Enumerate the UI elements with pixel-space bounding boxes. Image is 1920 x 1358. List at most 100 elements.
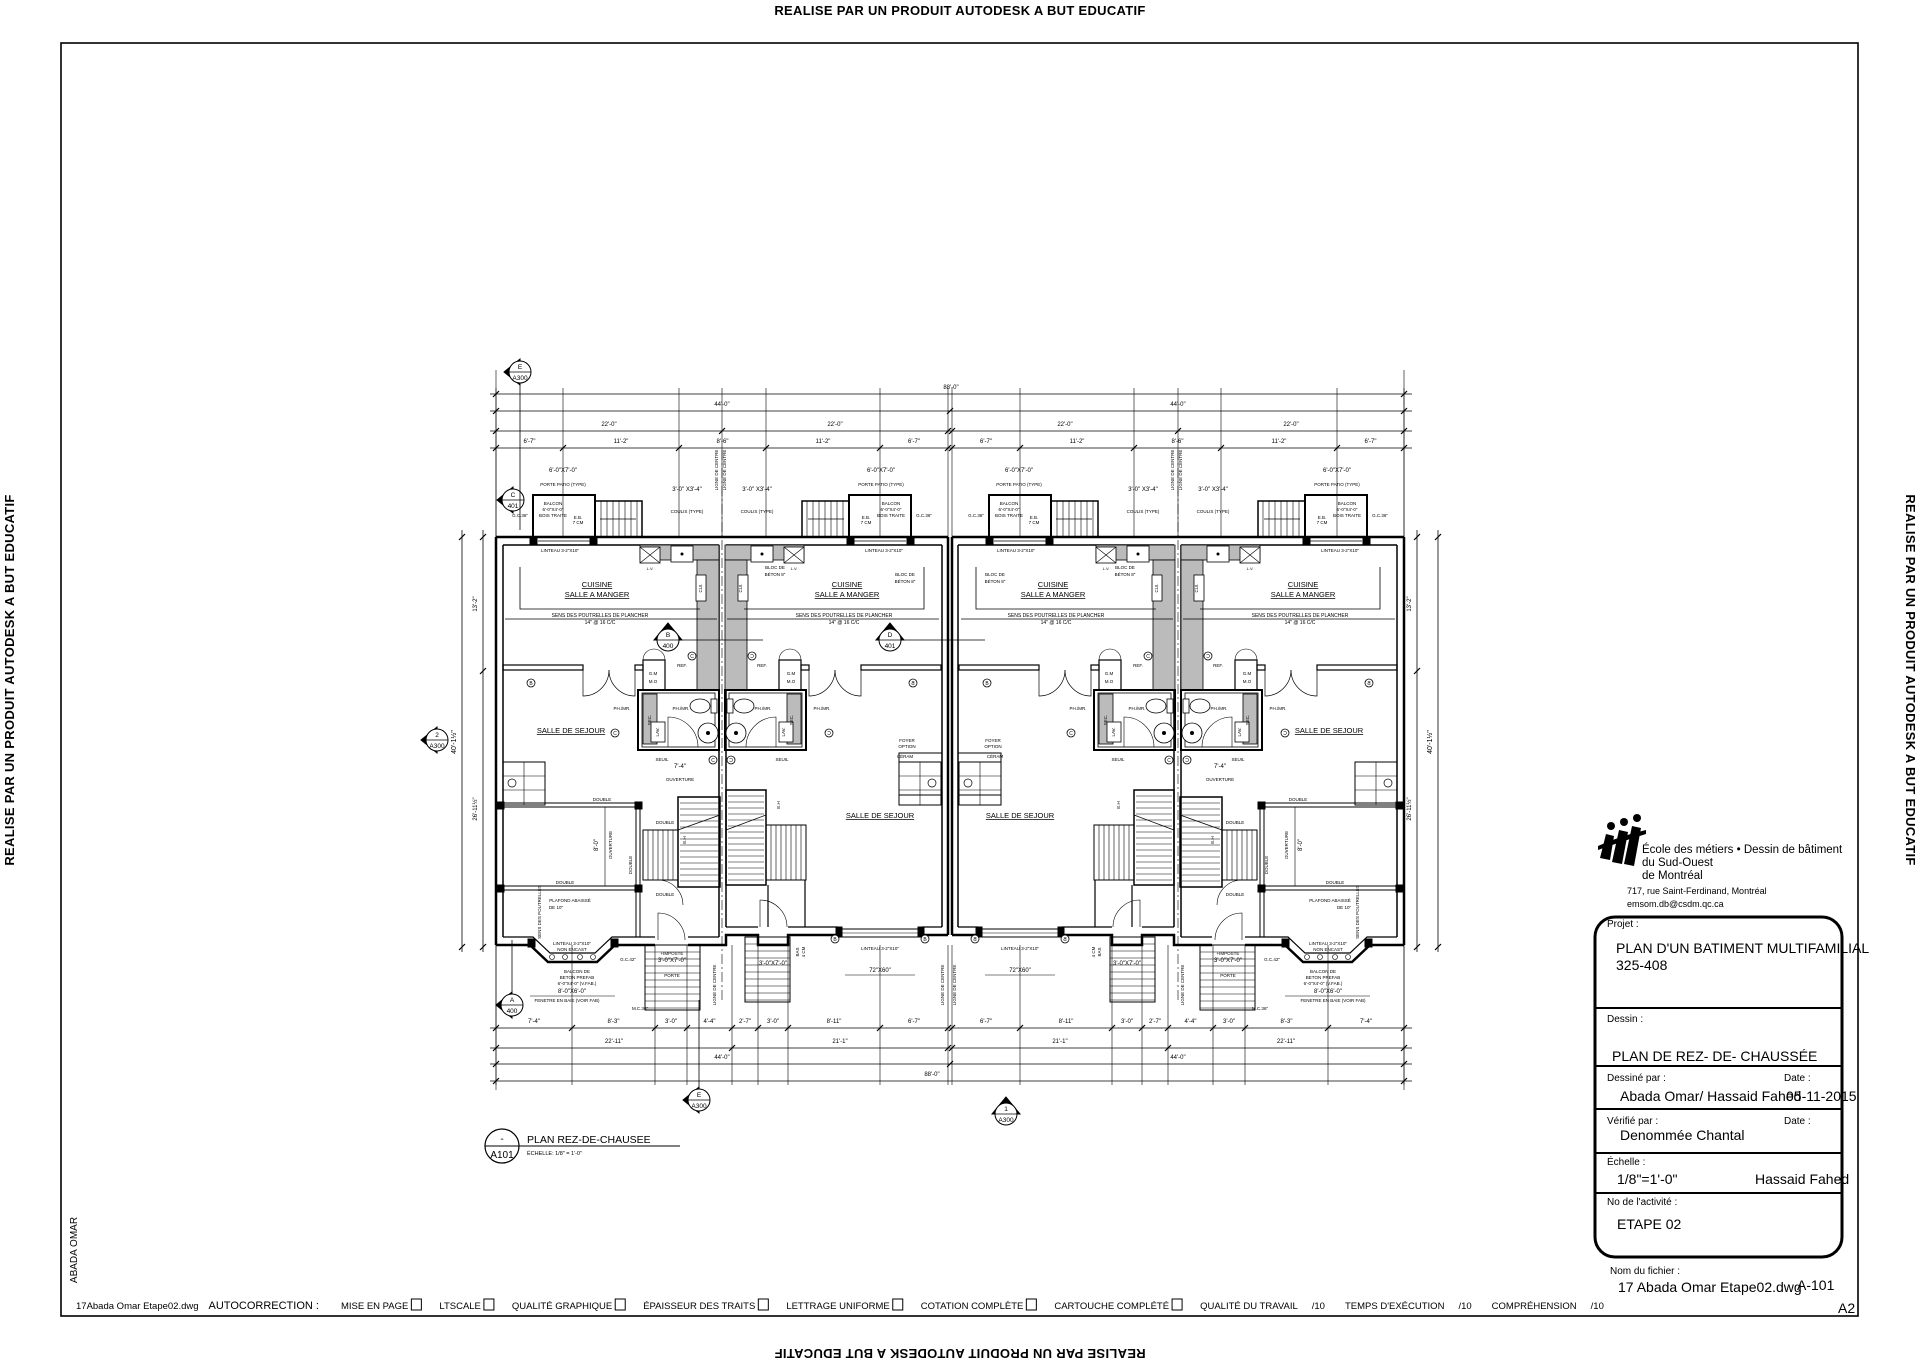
plan-label-porte-patio: PORTE PATIO (TYPE) bbox=[996, 482, 1042, 487]
dimension-label: 88'-0" bbox=[943, 385, 958, 391]
plan-title-marker-bottom: A101 bbox=[490, 1150, 514, 1161]
post bbox=[1395, 884, 1404, 893]
plan-label-joist-spacing: 14" @ 16 C/C bbox=[1285, 620, 1316, 626]
plan-label-ph: PH./MR. bbox=[813, 706, 830, 711]
school-name-line2: du Sud-Ouest bbox=[1642, 857, 1714, 869]
plan-label-coulis-size: 3'-0" X3'-4" bbox=[1198, 487, 1228, 493]
plan-label-double: DOUBLE bbox=[656, 820, 675, 825]
score-max: /10 bbox=[1458, 1301, 1471, 1312]
plan-label-ph: PH./MR. bbox=[1210, 706, 1227, 711]
plan-label-porte: PORTE bbox=[1220, 973, 1235, 978]
plan-label-bas-cm: 4 CM bbox=[801, 946, 806, 957]
plan-label-balcon-size: 6'-0"X4'-0" bbox=[881, 507, 902, 512]
plan-label-patio-size: 6'-0"X7'-0" bbox=[1323, 468, 1351, 474]
post bbox=[1281, 938, 1290, 948]
post bbox=[529, 536, 538, 546]
front-steps bbox=[1109, 936, 1156, 1003]
vanity bbox=[778, 721, 794, 743]
plan-label-beton8: BÉTON 8" bbox=[895, 578, 916, 584]
tag-circle bbox=[908, 678, 918, 688]
dimension-label: 6'-7" bbox=[980, 1019, 992, 1025]
check-label: LTSCALE bbox=[439, 1301, 481, 1312]
plan-label-coulis: COULIS (TYPE) bbox=[1127, 509, 1160, 514]
check-checkbox[interactable] bbox=[757, 1298, 769, 1311]
section-marker-bottom: A300 bbox=[429, 743, 445, 750]
plan-label-prefab-size: 6'-0"X4'-0" (V.FAB.) bbox=[1304, 981, 1343, 986]
front-steps bbox=[1199, 944, 1256, 1011]
plan-label-ligne: LIGNE DE CENTRE bbox=[1180, 965, 1185, 1006]
fireplace bbox=[957, 752, 1002, 796]
plan-label-ref: REF. bbox=[757, 663, 767, 668]
door-swing bbox=[834, 669, 862, 697]
dimension-label: 26'-11½" bbox=[472, 797, 479, 820]
section-marker-bottom: 400 bbox=[507, 1008, 518, 1015]
plan-label-ph: PH./MR. bbox=[613, 706, 630, 711]
dimension-tick bbox=[1400, 444, 1408, 452]
dimension-tick bbox=[492, 1024, 500, 1032]
exterior-wall-bay bbox=[1245, 943, 1404, 964]
plan-label-ceram: CÉRAM bbox=[987, 753, 1004, 759]
plan-label-linteau: LINTEAU 3-2"X10" bbox=[1321, 548, 1359, 553]
interior-wall bbox=[958, 664, 1040, 671]
check-checkbox[interactable] bbox=[1171, 1298, 1183, 1311]
dimension-tick bbox=[1138, 1024, 1146, 1032]
dimension-tick bbox=[728, 1044, 736, 1052]
interior-wall-bay bbox=[1245, 936, 1397, 954]
plan-label-mc36: M.C.36" bbox=[632, 1006, 649, 1011]
plan-label-ph: PH./MR. bbox=[1069, 706, 1086, 711]
plan-label-ph: PH./MR. bbox=[1269, 706, 1286, 711]
school-name-line1: École des métiers • Dessin de bâtiment bbox=[1642, 843, 1843, 856]
dimension-label: 13'-2" bbox=[1407, 596, 1413, 611]
plan-label-mo: M.O bbox=[1243, 679, 1252, 684]
closet-door bbox=[642, 648, 666, 661]
tag-letter: B bbox=[923, 937, 927, 943]
tag-circle bbox=[1066, 728, 1076, 738]
section-marker-bottom: 401 bbox=[885, 643, 896, 650]
dimension-tick bbox=[762, 444, 770, 452]
check-label: ÉPAISSEUR DES TRAITS bbox=[643, 1301, 755, 1312]
dimension-tick bbox=[1130, 444, 1138, 452]
sink-drain bbox=[1190, 731, 1194, 735]
watermark-left: REALISE PAR UN PRODUIT AUTODESK A BUT ED… bbox=[2, 494, 17, 865]
x bbox=[639, 546, 661, 564]
plan-label-plafond2: DE 10" bbox=[1337, 905, 1352, 910]
dimension-label: 8'-6" bbox=[717, 439, 729, 445]
title-block-frame bbox=[1593, 915, 1844, 1259]
check-checkbox[interactable] bbox=[614, 1298, 626, 1311]
plan-label-ouverture: OUVERTURE bbox=[1206, 777, 1234, 782]
plan-label-eb-size: 7 CM bbox=[1317, 520, 1328, 525]
check-checkbox[interactable] bbox=[410, 1298, 422, 1311]
bathroom-inner bbox=[728, 692, 803, 748]
plan-label-cui: CUI. bbox=[1194, 584, 1199, 593]
plan-label-linteau: LINTEAU 3-2"X10" bbox=[1309, 941, 1347, 946]
check-checkbox[interactable] bbox=[483, 1298, 495, 1311]
dimension-tick bbox=[651, 1024, 659, 1032]
dimension-tick bbox=[946, 407, 954, 415]
plan-label-lv: L.V. bbox=[791, 566, 798, 571]
score-max: /10 bbox=[1591, 1301, 1604, 1312]
door-swing bbox=[1038, 669, 1066, 697]
tag-circle bbox=[1203, 651, 1213, 661]
sink-drain bbox=[1136, 552, 1140, 556]
plan-label-double: DOUBLE bbox=[1326, 880, 1345, 885]
plan-label-plafond2: DE 10" bbox=[549, 905, 564, 910]
tag-letter: B bbox=[911, 681, 915, 687]
plan-label-porte: PORTE bbox=[664, 973, 679, 978]
check-label: COTATION COMPLÈTE bbox=[921, 1301, 1024, 1312]
plan-label-joist-spacing: 14" @ 16 C/C bbox=[1041, 620, 1072, 626]
plan-label-door-size: 3'-0"X7'-0" bbox=[1214, 958, 1242, 964]
post bbox=[589, 536, 598, 546]
check-checkbox[interactable] bbox=[1025, 1298, 1037, 1311]
interior-wall-bay bbox=[503, 936, 655, 954]
plan-label-door-size: 3'-0"X7'-0" bbox=[759, 961, 787, 967]
toilet bbox=[689, 698, 711, 714]
plan-label-mo: M.O bbox=[649, 679, 658, 684]
dimension-tick bbox=[1400, 407, 1408, 415]
door-swing bbox=[1112, 899, 1141, 928]
check-checkbox[interactable] bbox=[892, 1298, 904, 1311]
plan-label-beton8: BÉTON 8" bbox=[765, 571, 786, 577]
tag-letter: B bbox=[529, 681, 533, 687]
plan-label-gc36: G.C.36" bbox=[916, 513, 932, 518]
file-label: Nom du fichier : bbox=[1610, 1266, 1680, 1277]
plan-label-ligne: LIGNE DE CENTRE bbox=[722, 450, 727, 491]
